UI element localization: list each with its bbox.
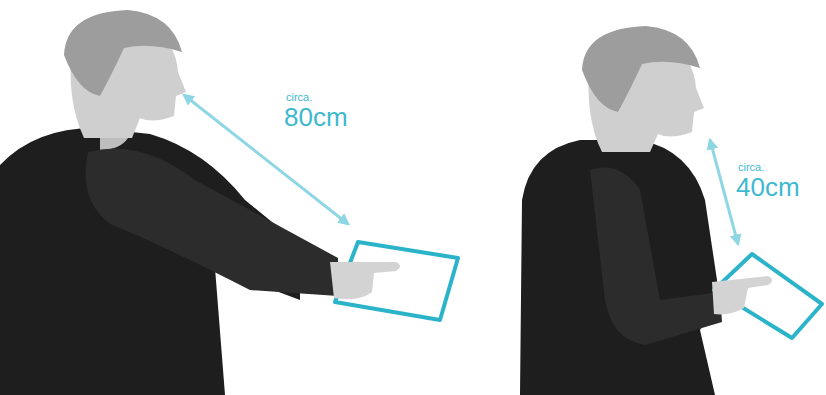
arm (86, 149, 338, 297)
distance-arrow (710, 140, 738, 244)
hair (64, 10, 182, 96)
approx-note: circa. (738, 162, 764, 173)
hand (330, 262, 400, 299)
neck (100, 138, 128, 150)
distance-arrow (184, 95, 348, 224)
distance-label: 80cm (284, 104, 348, 130)
standing-person-near (520, 26, 822, 395)
distance-label: 40cm (736, 174, 800, 200)
hand (712, 276, 772, 314)
standing-person-far (0, 10, 458, 395)
arm (590, 168, 722, 346)
hair (582, 26, 700, 112)
approx-note: circa. (286, 92, 312, 103)
